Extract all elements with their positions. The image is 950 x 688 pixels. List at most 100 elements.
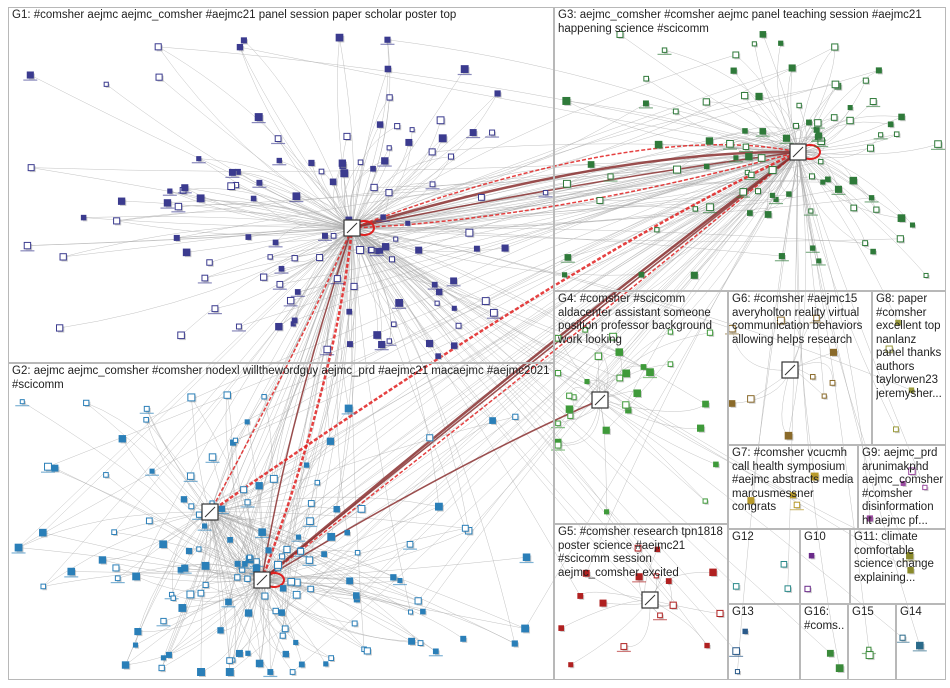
edge-608 [246, 227, 353, 422]
edge-52 [351, 124, 381, 229]
edge-115 [31, 151, 799, 172]
node-105 [489, 308, 498, 317]
edge-231 [797, 151, 927, 276]
node-13 [201, 274, 209, 282]
node-340 [187, 393, 196, 402]
edge-572 [18, 151, 799, 548]
node-142 [673, 165, 682, 174]
node-421 [804, 585, 811, 593]
node-137 [742, 143, 750, 150]
edge-597 [151, 227, 353, 472]
hub-mark-g3 [792, 146, 804, 158]
node-156 [909, 222, 916, 228]
node-54 [451, 305, 457, 311]
node-372 [565, 405, 574, 413]
node-216 [420, 608, 426, 615]
node-89 [415, 246, 423, 254]
node-354 [622, 369, 630, 378]
edge-178 [248, 227, 353, 238]
node-111 [473, 245, 480, 252]
node-25 [250, 195, 257, 202]
edge-280 [797, 151, 866, 244]
node-35 [206, 259, 213, 266]
node-341 [351, 620, 358, 627]
node-10 [103, 81, 109, 87]
node-196 [755, 92, 763, 100]
node-405 [634, 544, 642, 552]
edge-445 [146, 408, 211, 513]
node-155 [788, 64, 796, 72]
node-393 [885, 345, 893, 353]
edge-290 [351, 117, 835, 229]
edge-418 [351, 227, 493, 421]
node-92 [276, 157, 282, 164]
node-338 [158, 664, 165, 672]
node-85 [386, 94, 393, 101]
edge-436 [260, 579, 293, 673]
edge-126 [27, 227, 353, 246]
node-325 [14, 543, 23, 552]
edge-282 [797, 70, 879, 153]
node-158 [654, 140, 663, 149]
node-384 [821, 393, 827, 399]
group-label-g14: G14 [900, 606, 922, 618]
edge-453 [330, 227, 355, 537]
edge-464 [229, 151, 799, 673]
node-423 [906, 552, 914, 560]
node-19 [240, 37, 247, 44]
node-370 [554, 441, 562, 449]
node-419 [780, 560, 788, 568]
node-58 [405, 220, 411, 226]
node-407 [577, 593, 584, 599]
edge-679 [788, 151, 807, 436]
node-209 [654, 227, 660, 233]
node-157 [793, 122, 799, 129]
node-271 [201, 561, 210, 570]
node-305 [159, 540, 167, 549]
node-375 [667, 361, 674, 367]
node-3 [405, 138, 413, 146]
node-336 [246, 554, 253, 560]
edge-468 [198, 151, 799, 550]
group-box-g7: G7: #comsher vcucmh call health symposiu… [728, 445, 858, 529]
node-272 [178, 604, 187, 612]
edge-27 [204, 227, 353, 279]
node-113 [322, 232, 328, 239]
node-134 [816, 258, 822, 264]
node-348 [274, 560, 282, 569]
node-363 [555, 420, 561, 427]
node-392 [893, 426, 899, 433]
node-324 [261, 394, 267, 400]
edge-553 [211, 151, 799, 504]
node-217 [217, 627, 224, 634]
edge-538 [125, 227, 353, 666]
node-179 [596, 197, 604, 204]
node-79 [23, 241, 32, 250]
node-135 [690, 271, 698, 279]
edge-203 [351, 156, 749, 229]
group-box-g14: G14 [896, 604, 946, 680]
edge-512 [261, 556, 527, 581]
node-165 [759, 31, 767, 38]
node-199 [730, 67, 737, 74]
node-396 [747, 497, 755, 505]
node-101 [292, 192, 301, 201]
edge-667 [351, 227, 570, 410]
edge-730 [351, 227, 831, 654]
node-22 [378, 340, 386, 349]
hub-mark-g4 [594, 394, 606, 406]
group-box-g8: G8: paper #comsher excellent top nanlanz… [872, 291, 946, 445]
node-154 [706, 203, 714, 212]
edge-575 [351, 227, 466, 529]
node-347 [267, 669, 274, 675]
edge-571 [18, 227, 353, 548]
node-233 [346, 577, 354, 585]
node-400 [908, 467, 916, 475]
node-127 [868, 195, 875, 201]
edge-57 [209, 227, 353, 263]
edge-298 [645, 103, 799, 153]
edge-532 [232, 151, 799, 443]
node-229 [434, 502, 443, 511]
edge-511 [261, 577, 394, 581]
node-290 [223, 391, 231, 399]
